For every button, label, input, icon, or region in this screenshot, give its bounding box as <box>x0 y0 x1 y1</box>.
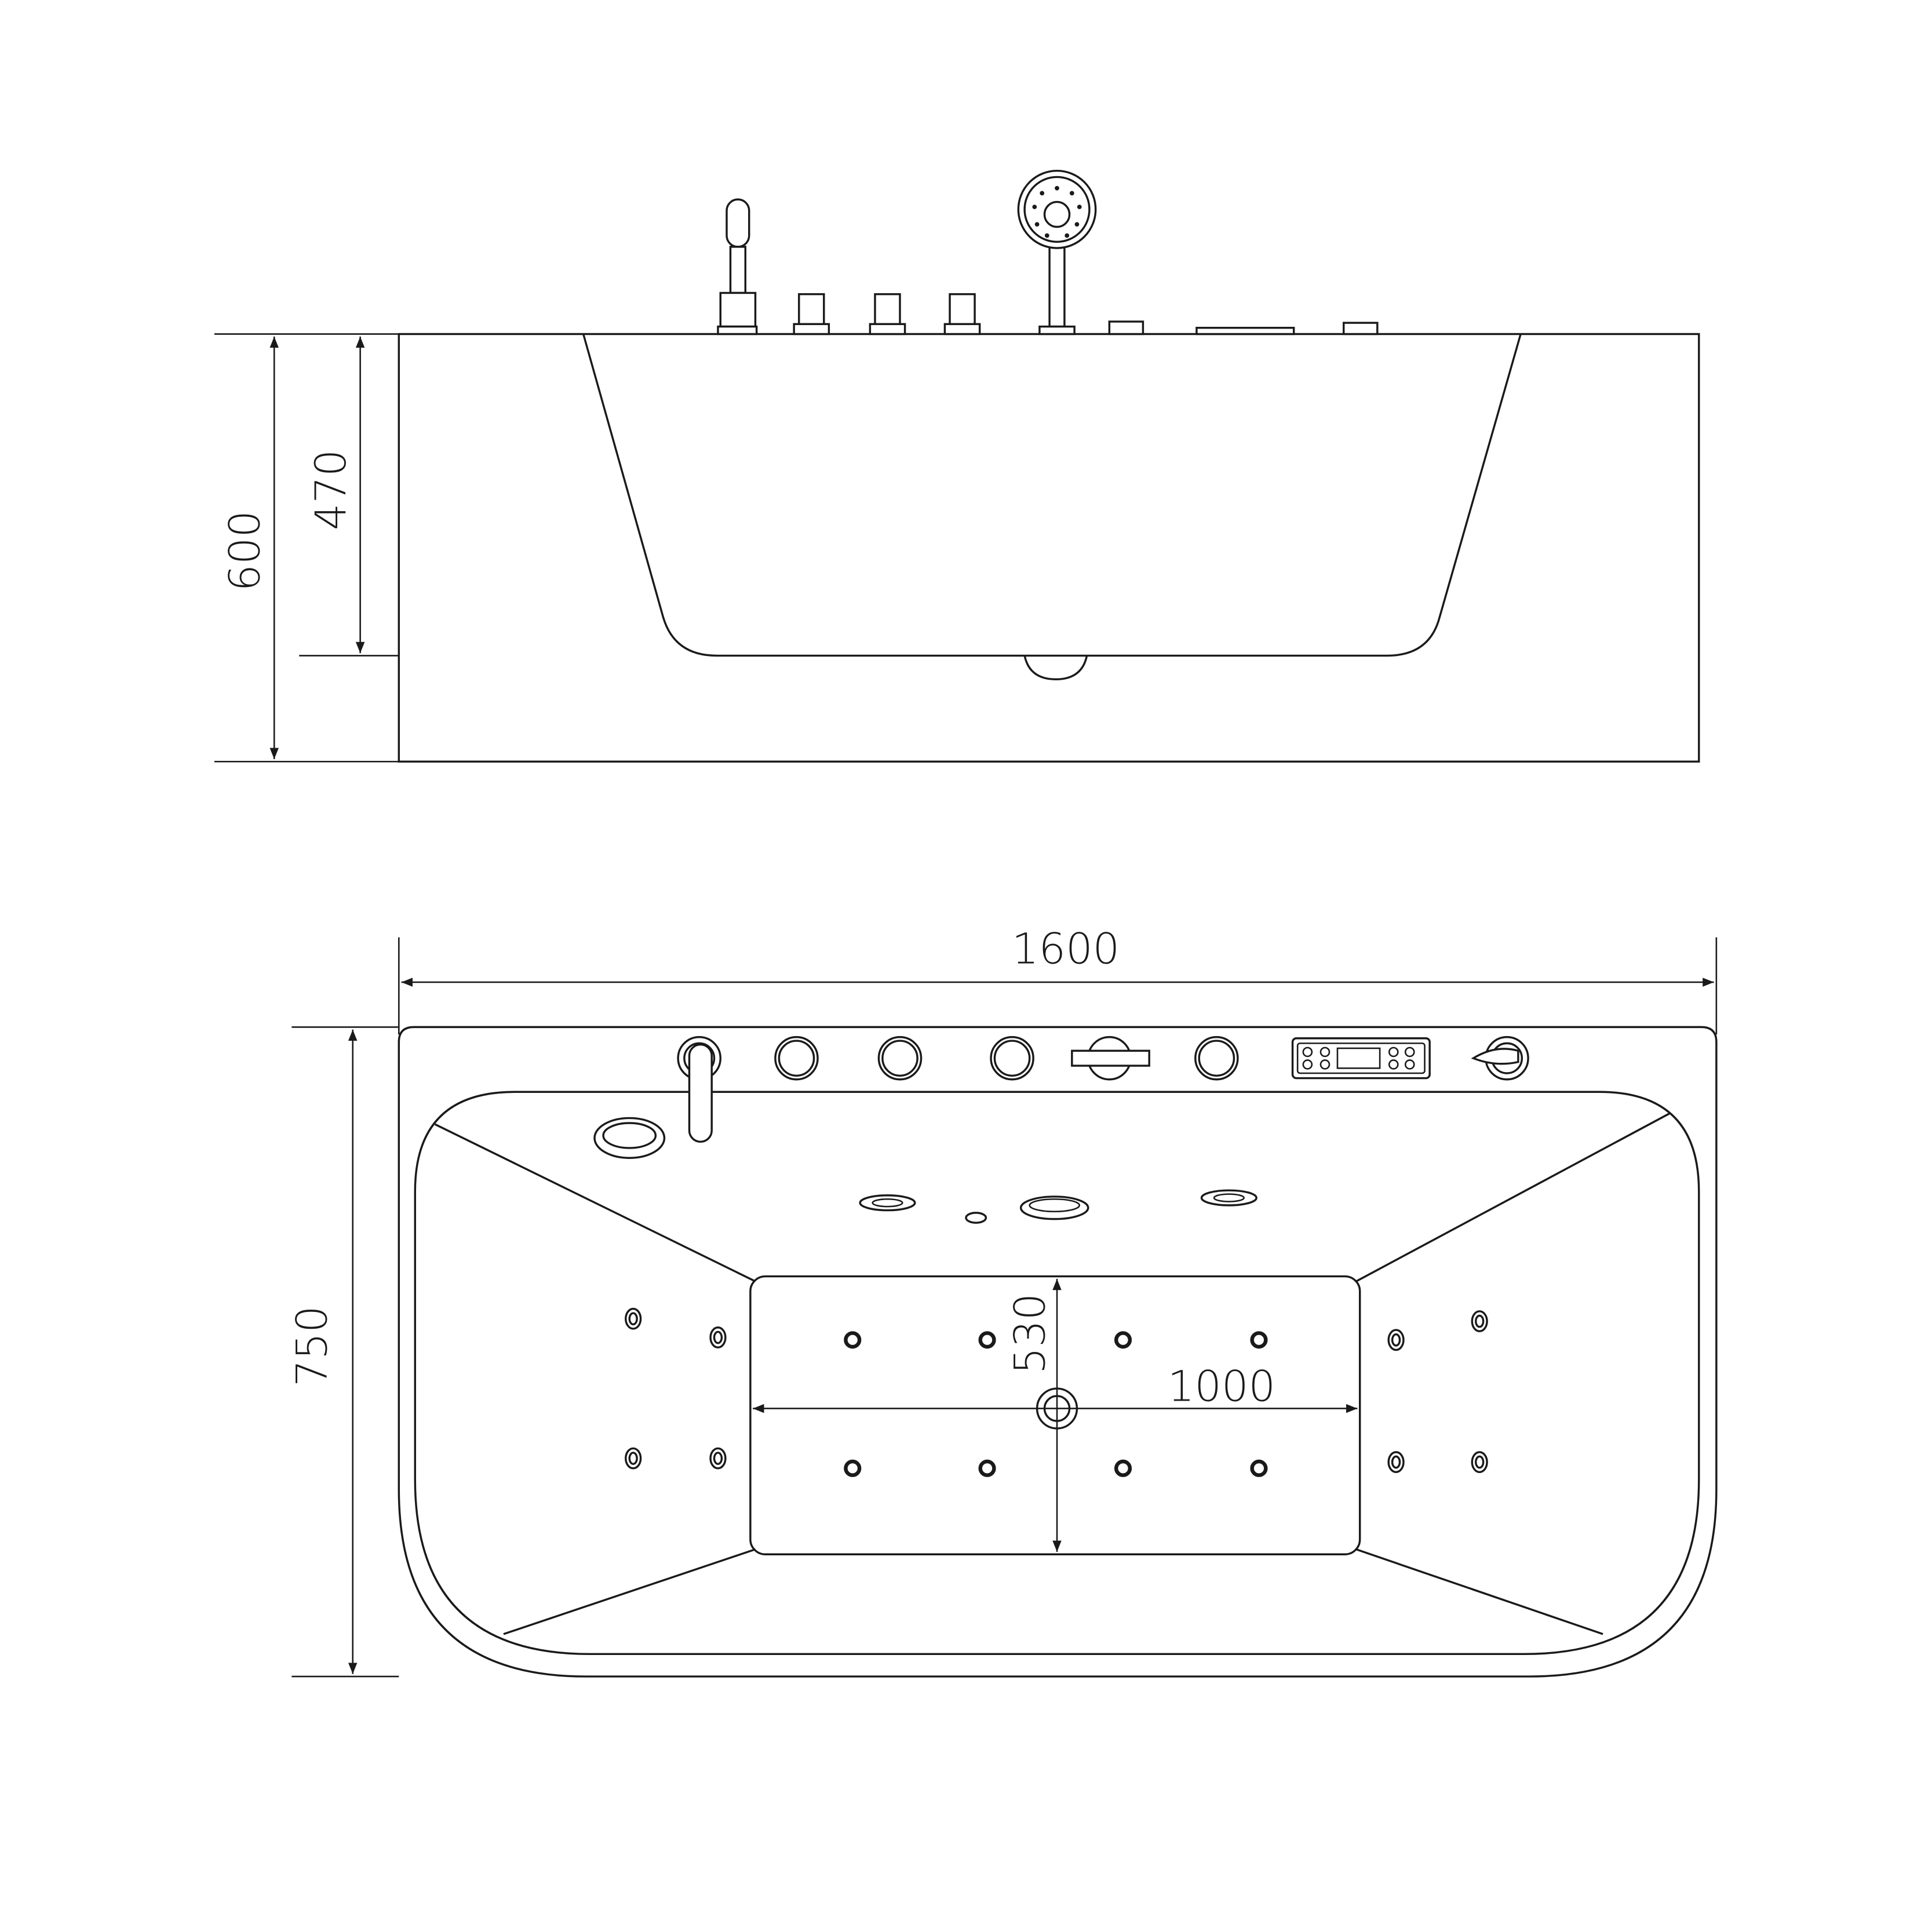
slope-line <box>1355 1548 1603 1635</box>
basin-floor <box>749 1275 1361 1555</box>
jet-icon <box>625 1307 642 1330</box>
valve-knob-icon <box>1194 1036 1239 1081</box>
floor-jets <box>844 1331 1268 1477</box>
air-inlet-icon <box>1019 1195 1089 1220</box>
hand-shower-icon <box>1017 169 1097 336</box>
valve-knob-icon <box>990 1036 1034 1081</box>
basin-outline <box>414 1091 1700 1656</box>
jet-icon <box>1250 1331 1268 1349</box>
control-panel-icon <box>1291 1037 1431 1080</box>
side-jets <box>625 1307 1488 1474</box>
jet-icon <box>1387 1451 1405 1474</box>
sensor-icon <box>965 1212 987 1224</box>
drain-outlet <box>1023 655 1088 680</box>
drain-lever-icon <box>1471 1036 1529 1081</box>
dimension-label-600: 600 <box>220 511 269 592</box>
jet-icon <box>625 1447 642 1470</box>
jet-icon <box>1471 1451 1488 1474</box>
dimension-label-530: 530 <box>1006 1293 1055 1375</box>
jet-icon <box>844 1331 862 1349</box>
jet-icon <box>1250 1459 1268 1477</box>
tub-rim-outline <box>398 1026 1718 1678</box>
slope-line <box>503 1548 756 1635</box>
valve-knob-side <box>793 293 830 336</box>
tub-body-side <box>398 333 1700 763</box>
top-view: 1600 750 530 1000 <box>288 925 1718 1678</box>
jet-icon <box>1387 1329 1405 1351</box>
control-panel-side <box>1195 326 1295 336</box>
jet-icon <box>844 1459 862 1477</box>
dimension-label-470: 470 <box>307 450 356 531</box>
jet-icon <box>1114 1331 1132 1349</box>
jet-icon <box>1471 1310 1488 1332</box>
valve-knob-icon <box>877 1036 923 1081</box>
valve-knob-side <box>869 293 906 336</box>
slope-line <box>434 1123 756 1282</box>
hand-shower-holder-icon <box>1071 1036 1150 1081</box>
headrest-jet-icon <box>1200 1189 1257 1206</box>
button-side <box>1108 320 1144 336</box>
basin-profile <box>582 333 1522 657</box>
valve-knob-icon <box>774 1036 819 1081</box>
jet-icon <box>978 1331 996 1349</box>
overflow-icon <box>593 1117 666 1159</box>
faucet-spout-icon <box>677 1036 721 1143</box>
side-view: 600 470 <box>214 169 1700 763</box>
valve-knob-side <box>943 293 981 336</box>
slope-line <box>1355 1112 1671 1282</box>
faucet-spout-side <box>717 198 758 336</box>
jet-icon <box>978 1459 996 1477</box>
dimension-label-1600: 1600 <box>1012 925 1120 974</box>
dimension-label-1000: 1000 <box>1168 1362 1275 1412</box>
lever-side <box>1343 322 1379 336</box>
headrest-jet-icon <box>859 1194 916 1212</box>
jet-icon <box>709 1447 727 1470</box>
jet-icon <box>709 1326 727 1348</box>
jet-icon <box>1114 1459 1132 1477</box>
dimension-label-750: 750 <box>288 1306 337 1387</box>
